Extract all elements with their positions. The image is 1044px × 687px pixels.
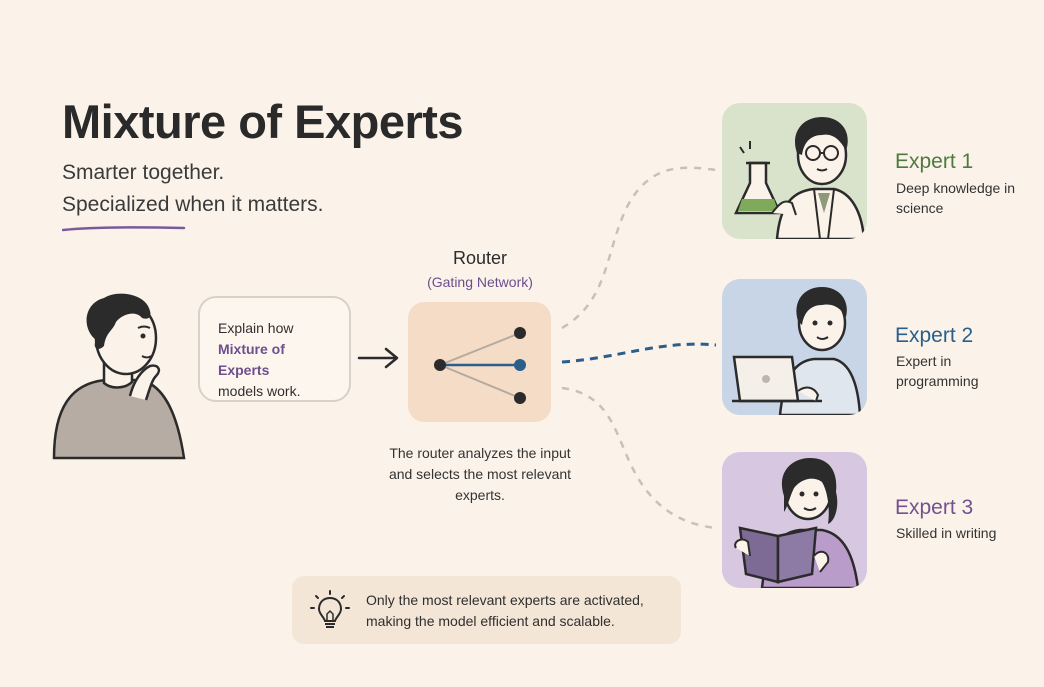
expert-2-name: Expert 2 <box>895 324 974 347</box>
tagline-line-1: Smarter together. <box>62 161 225 184</box>
prompt-text-prefix: Explain how <box>218 320 294 336</box>
connector-expert-2-active <box>561 342 717 364</box>
writer-illustration <box>734 458 860 588</box>
expert-2-card <box>722 279 867 415</box>
expert-1-card <box>722 103 867 239</box>
router-node-box <box>408 302 551 422</box>
programmer-illustration <box>732 287 862 415</box>
user-prompt-bubble: Explain how Mixture of Experts models wo… <box>198 296 351 402</box>
connector-expert-3 <box>561 386 717 530</box>
expert-3-card <box>722 452 867 588</box>
expert-1-description: Deep knowledge in science <box>896 180 1016 216</box>
router-network-icon <box>434 327 526 404</box>
scientist-illustration <box>734 117 866 239</box>
prompt-text-suffix: models work. <box>218 383 301 399</box>
expert-3-description: Skilled in writing <box>896 525 997 541</box>
prompt-text-highlight: Mixture of Experts <box>218 341 285 378</box>
connector-expert-1 <box>561 166 717 330</box>
user-illustration <box>52 293 186 460</box>
footer-note-text: Only the most relevant experts are activ… <box>366 592 644 629</box>
expert-1-name: Expert 1 <box>895 150 974 173</box>
laptop-icon <box>732 355 822 403</box>
beaker-icon <box>734 141 782 215</box>
book-icon <box>738 526 818 584</box>
lightbulb-icon <box>310 590 350 628</box>
router-title: Router <box>452 248 508 268</box>
page-title: Mixture of Experts <box>62 95 464 148</box>
router-description: The router analyzes the input and select… <box>388 445 572 503</box>
tagline-underline <box>62 226 186 232</box>
footer-note-box: Only the most relevant experts are activ… <box>292 576 681 644</box>
router-subtitle: (Gating Network) <box>427 274 533 290</box>
expert-3-name: Expert 3 <box>895 496 974 519</box>
expert-2-description: Expert in programming <box>896 353 979 389</box>
tagline-line-2: Specialized when it matters. <box>62 193 324 216</box>
arrow-right-icon <box>357 347 399 369</box>
